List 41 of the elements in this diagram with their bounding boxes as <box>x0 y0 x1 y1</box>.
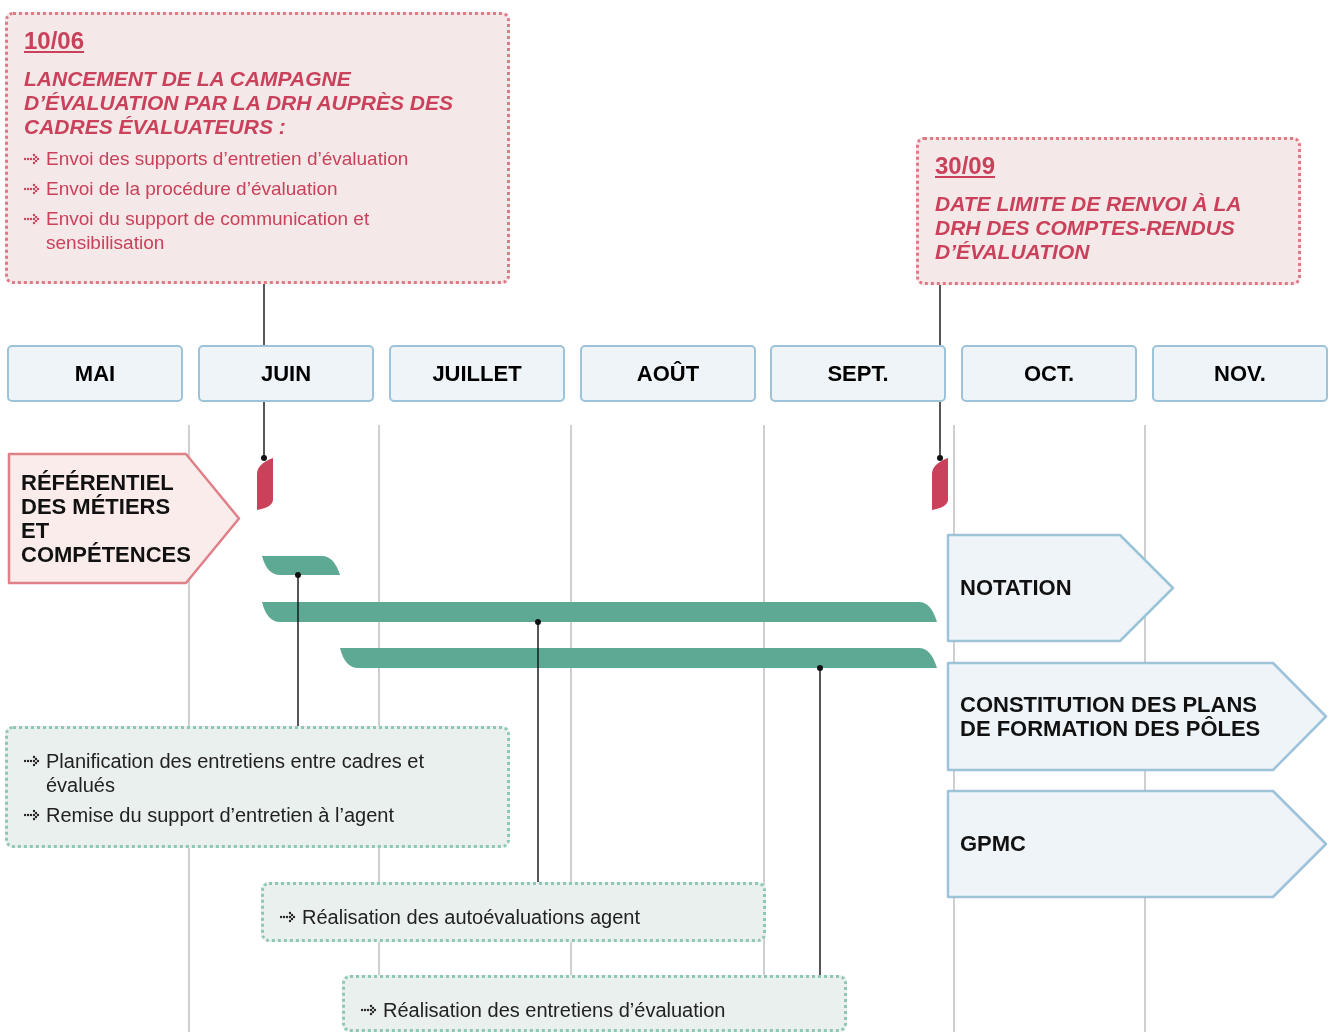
bullet-text: Réalisation des autoévaluations agent <box>302 905 641 929</box>
leader-line <box>535 619 541 883</box>
month-label: OCT. <box>961 345 1137 402</box>
leader-line <box>295 572 301 727</box>
milestone-marker <box>932 458 948 510</box>
callout-box <box>5 726 510 848</box>
bullet-text: Envoi des supports d’entretien d’évaluation <box>46 147 409 171</box>
phase-arrow-shape <box>7 452 242 585</box>
bullet-text: Réalisation des entretiens d’évaluation <box>383 998 726 1022</box>
phase-arrow-shape <box>946 789 1329 899</box>
milestone-marker <box>257 458 273 510</box>
callout-box <box>5 12 510 284</box>
bullet-text: Envoi de la procédure d’évaluation <box>46 177 338 201</box>
timeline-bar <box>262 556 340 575</box>
bullet-text: Remise du support d’entretien à l’agent <box>46 803 394 827</box>
month-label: MAI <box>7 345 183 402</box>
month-label: NOV. <box>1152 345 1328 402</box>
timeline-bar <box>262 602 937 622</box>
callout-heading: LANCEMENT DE LA CAMPAGNE D’ÉVALUATION PAR LA DRH AUPRÈS DES CADRES ÉVALUATEURS : <box>24 67 454 139</box>
leader-line <box>937 284 943 461</box>
date-label: 10/06 <box>24 27 85 55</box>
phase-title: NOTATION <box>960 576 1073 600</box>
phase-arrow-shape <box>946 661 1329 772</box>
phase-arrow-shape <box>946 533 1176 643</box>
leader-line <box>261 283 267 461</box>
bullet-text: Planification des entretiens entre cadres et évalués <box>46 749 425 797</box>
leader-line <box>817 665 823 976</box>
phase-title: CONSTITUTION DES PLANS DE FORMATION DES PÔLES <box>960 693 1262 741</box>
callout-heading: DATE LIMITE DE RENVOI À LA DRH DES COMPTES-RENDUS D’ÉVALUATION <box>935 192 1242 264</box>
month-label: AOÛT <box>580 345 756 402</box>
month-label: JUILLET <box>389 345 565 402</box>
phase-title: RÉFÉRENTIEL DES MÉTIERS ET COMPÉTENCES <box>21 471 192 567</box>
bullet-text: Envoi du support de communication et sensibilisation <box>46 207 371 255</box>
callout-box <box>342 975 847 1032</box>
date-label: 30/09 <box>935 152 996 180</box>
callout-box <box>916 137 1301 285</box>
month-label: JUIN <box>198 345 374 402</box>
timeline-bar <box>340 648 937 668</box>
month-label: SEPT. <box>770 345 946 402</box>
phase-title: GPMC <box>960 832 1027 856</box>
callout-box <box>261 882 766 942</box>
